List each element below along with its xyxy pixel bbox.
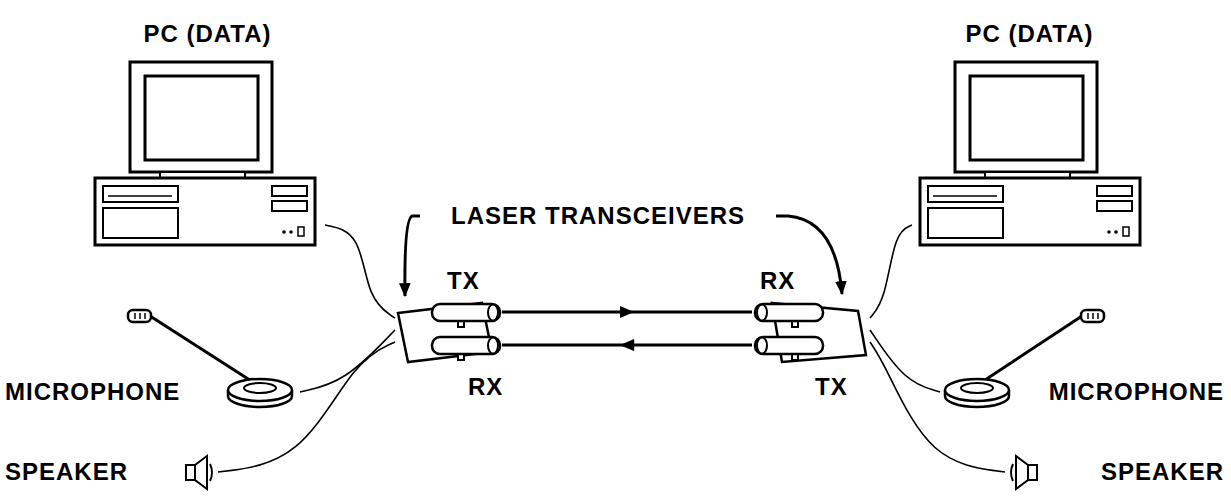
microphone-stem bbox=[982, 316, 1082, 382]
sound-wave bbox=[1011, 464, 1013, 481]
cable bbox=[325, 225, 395, 318]
lens bbox=[488, 338, 498, 354]
lens bbox=[757, 305, 767, 321]
leader-arrow bbox=[405, 216, 420, 296]
node-label: TX bbox=[815, 375, 848, 399]
node-label: SPEAKER bbox=[5, 460, 128, 484]
capsule-grille bbox=[134, 313, 136, 319]
cable bbox=[218, 342, 395, 472]
microphone-base bbox=[244, 383, 276, 393]
laser-transceiver: RX TX bbox=[752, 265, 870, 400]
capsule-grille bbox=[139, 313, 141, 319]
node-label: SPEAKER bbox=[1101, 460, 1224, 484]
node-label: RX bbox=[760, 269, 795, 293]
laser-transceiver: TX RX bbox=[395, 265, 502, 400]
laser-transceiver-figure bbox=[755, 303, 866, 362]
computer-figure bbox=[95, 62, 315, 245]
laser-tube bbox=[432, 304, 500, 321]
cable bbox=[870, 225, 912, 318]
microphone-capsule bbox=[128, 310, 151, 322]
microphone-base bbox=[961, 383, 993, 393]
node-label: RX bbox=[468, 375, 503, 399]
speaker: SPEAKER bbox=[1005, 452, 1226, 492]
cable bbox=[870, 330, 940, 392]
speaker-magnet bbox=[186, 465, 195, 480]
node-label: TX bbox=[447, 269, 480, 293]
capsule-grille bbox=[1092, 313, 1094, 319]
laser-tube bbox=[755, 304, 823, 321]
microphone-stem bbox=[150, 316, 256, 384]
capsule-grille bbox=[1087, 313, 1089, 319]
lens bbox=[488, 305, 498, 321]
laser-beam bbox=[502, 310, 752, 313]
node-label: PC (DATA) bbox=[143, 22, 271, 46]
speaker-figure bbox=[186, 456, 212, 489]
computer: PC (DATA) bbox=[90, 15, 325, 250]
node-label: MICROPHONE bbox=[5, 380, 180, 404]
speaker: SPEAKER bbox=[5, 452, 218, 492]
cable bbox=[300, 330, 395, 392]
node-label: PC (DATA) bbox=[965, 22, 1093, 46]
microphone-base bbox=[945, 379, 1009, 401]
microphone-base bbox=[228, 379, 292, 401]
node-label: MICROPHONE bbox=[1049, 380, 1224, 404]
microphone: MICROPHONE bbox=[5, 372, 300, 410]
capsule-grille bbox=[144, 313, 146, 319]
microphone-capsule bbox=[1081, 310, 1104, 322]
capsule-grille bbox=[1097, 313, 1099, 319]
computer: PC (DATA) bbox=[912, 15, 1147, 250]
computer-figure bbox=[920, 62, 1140, 245]
laser-tube bbox=[755, 337, 823, 354]
microphone: MICROPHONE bbox=[940, 372, 1226, 410]
laser-transceiver-figure bbox=[398, 303, 500, 362]
speaker-cone bbox=[1016, 456, 1028, 489]
speaker-cone bbox=[195, 456, 207, 489]
speaker-magnet bbox=[1028, 465, 1037, 480]
speaker-figure bbox=[1011, 456, 1037, 489]
sound-wave bbox=[210, 464, 212, 481]
laser-beam bbox=[502, 344, 752, 347]
lens bbox=[757, 338, 767, 354]
laser-tube bbox=[432, 337, 500, 354]
part-label: LASER TRANSCEIVERS bbox=[451, 204, 745, 228]
cable bbox=[870, 342, 1005, 472]
